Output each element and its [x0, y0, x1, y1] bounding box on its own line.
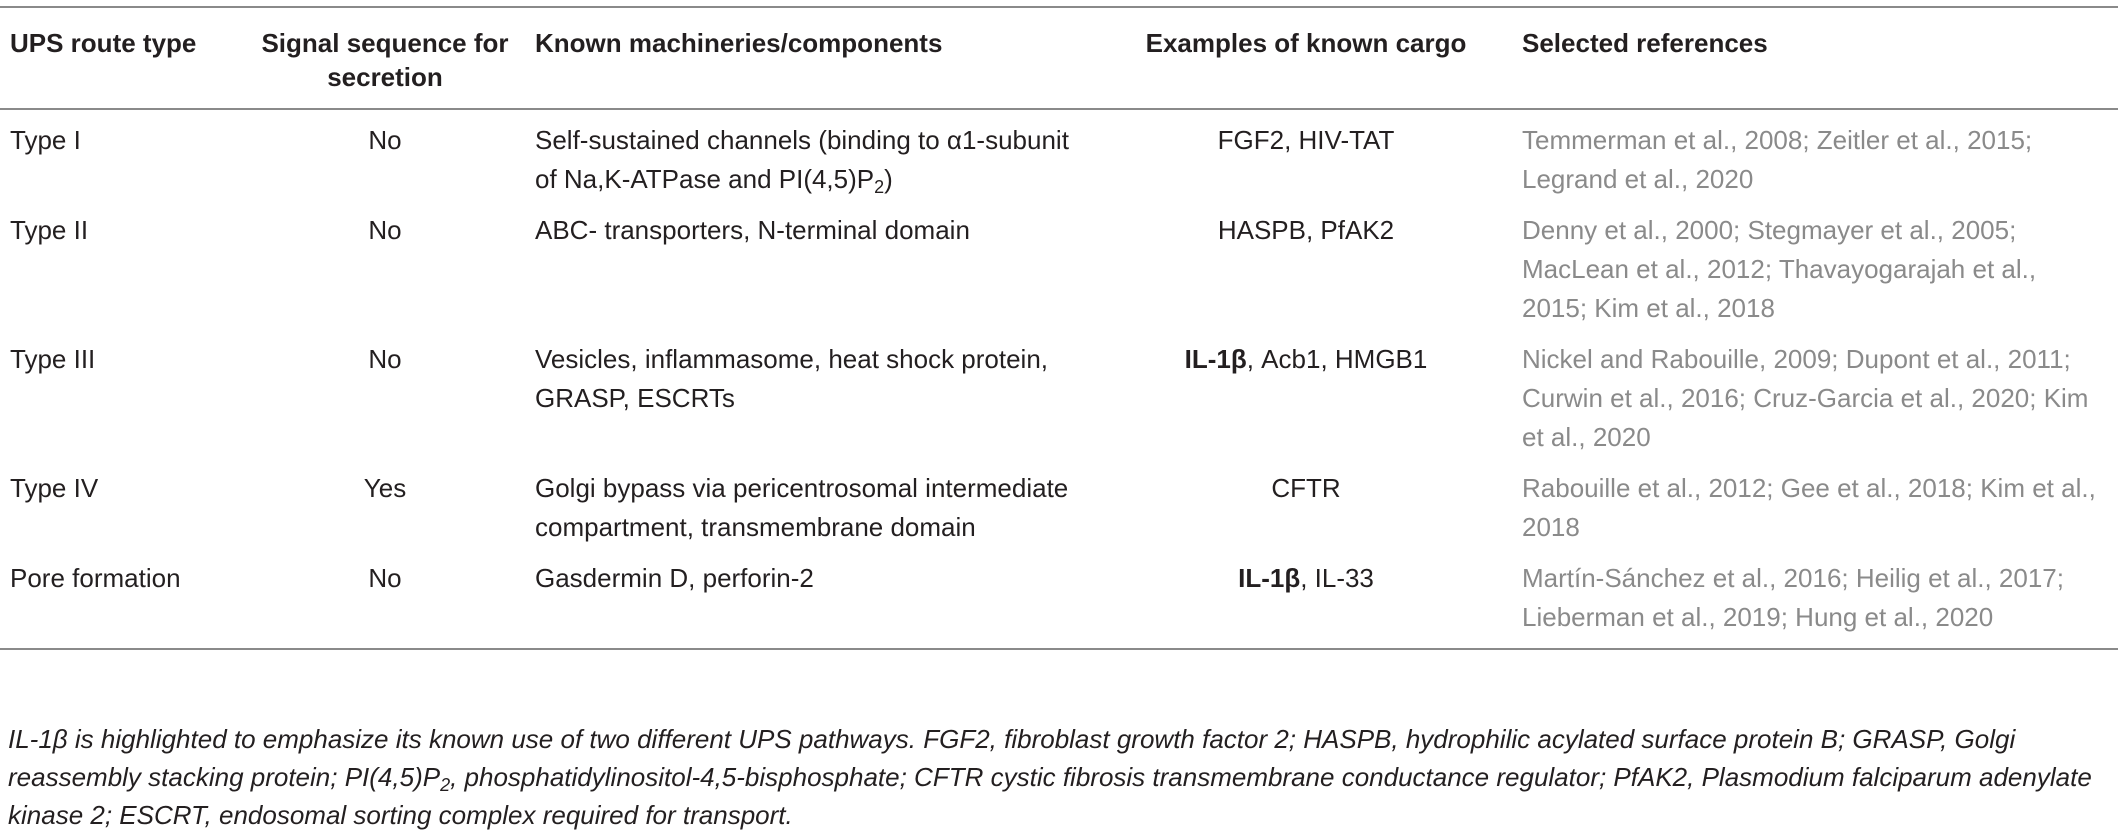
machineries-text: Self-sustained channels (binding to α1-s… — [535, 125, 1069, 194]
references-cell: Nickel and Rabouille, 2009; Dupont et al… — [1522, 344, 2089, 452]
signal-sequence-cell: Yes — [363, 473, 407, 503]
cargo-cell: HASPB, PfAK2 — [1100, 204, 1512, 333]
machineries-cell: Self-sustained channels (binding to α1-s… — [525, 109, 1100, 204]
cargo-cell: CFTR — [1100, 462, 1512, 552]
cargo-text: HASPB, PfAK2 — [1217, 215, 1395, 245]
footnote-text: IL-1β is highlighted to emphasize its kn… — [8, 724, 2016, 792]
machineries-text: Golgi bypass via pericentrosomal interme… — [535, 473, 1069, 542]
machineries-subscript: 2 — [874, 177, 885, 197]
signal-sequence-cell: No — [368, 215, 402, 245]
cargo-text: FGF2, HIV-TAT — [1217, 125, 1395, 155]
signal-sequence-cell: No — [368, 344, 402, 374]
signal-sequence-cell: No — [368, 125, 402, 155]
table-row: Pore formation No Gasdermin D, perforin-… — [0, 552, 2118, 649]
cargo-bold: IL-1β — [1238, 563, 1301, 593]
table-row: Type III No Vesicles, inflammasome, heat… — [0, 333, 2118, 462]
route-type-cell: Pore formation — [10, 563, 181, 593]
header-machineries: Known machineries/components — [535, 28, 943, 58]
ups-routes-table: UPS route type Signal sequence for secre… — [0, 6, 2118, 650]
cargo-bold: IL-1β — [1184, 344, 1247, 374]
signal-sequence-cell: No — [368, 563, 402, 593]
cargo-cell: IL-1β, Acb1, HMGB1 — [1100, 333, 1512, 462]
table-document: UPS route type Signal sequence for secre… — [0, 6, 2118, 830]
header-cargo: Examples of known cargo — [1145, 28, 1467, 58]
table-row: Type I No Self-sustained channels (bindi… — [0, 109, 2118, 204]
machineries-text: Vesicles, inflammasome, heat shock prote… — [535, 344, 1049, 413]
machineries-cell: Vesicles, inflammasome, heat shock prote… — [525, 333, 1100, 462]
route-type-cell: Type IV — [10, 473, 99, 503]
header-references: Selected references — [1522, 28, 1768, 58]
route-type-cell: Type III — [10, 344, 96, 374]
route-type-cell: Type I — [10, 125, 81, 155]
table-row: Type II No ABC- transporters, N-terminal… — [0, 204, 2118, 333]
header-route-type: UPS route type — [10, 28, 197, 58]
cargo-text: , Acb1, HMGB1 — [1246, 344, 1428, 374]
table-footnote: IL-1β is highlighted to emphasize its kn… — [8, 720, 2108, 834]
cargo-text: , IL-33 — [1300, 563, 1374, 593]
references-cell: Temmerman et al., 2008; Zeitler et al., … — [1522, 125, 2033, 194]
cargo-text: CFTR — [1271, 473, 1341, 503]
machineries-cell: ABC- transporters, N-terminal domain — [525, 204, 1100, 333]
machineries-text: Gasdermin D, perforin-2 — [535, 563, 814, 593]
table-row: Type IV Yes Golgi bypass via pericentros… — [0, 462, 2118, 552]
footnote-subscript: 2 — [440, 775, 451, 795]
machineries-text: ABC- transporters, N-terminal domain — [535, 215, 970, 245]
cargo-cell: IL-1β, IL-33 — [1100, 552, 1512, 649]
header-signal-sequence: Signal sequence for secretion — [261, 28, 509, 92]
cargo-cell: FGF2, HIV-TAT — [1100, 109, 1512, 204]
table-header-row: UPS route type Signal sequence for secre… — [0, 7, 2118, 109]
references-cell: Rabouille et al., 2012; Gee et al., 2018… — [1522, 473, 2096, 542]
route-type-cell: Type II — [10, 215, 89, 245]
references-cell: Martín-Sánchez et al., 2016; Heilig et a… — [1522, 563, 2064, 632]
machineries-cell: Golgi bypass via pericentrosomal interme… — [525, 462, 1100, 552]
machineries-text-end: ) — [884, 164, 893, 194]
references-cell: Denny et al., 2000; Stegmayer et al., 20… — [1522, 215, 2037, 323]
machineries-cell: Gasdermin D, perforin-2 — [525, 552, 1100, 649]
